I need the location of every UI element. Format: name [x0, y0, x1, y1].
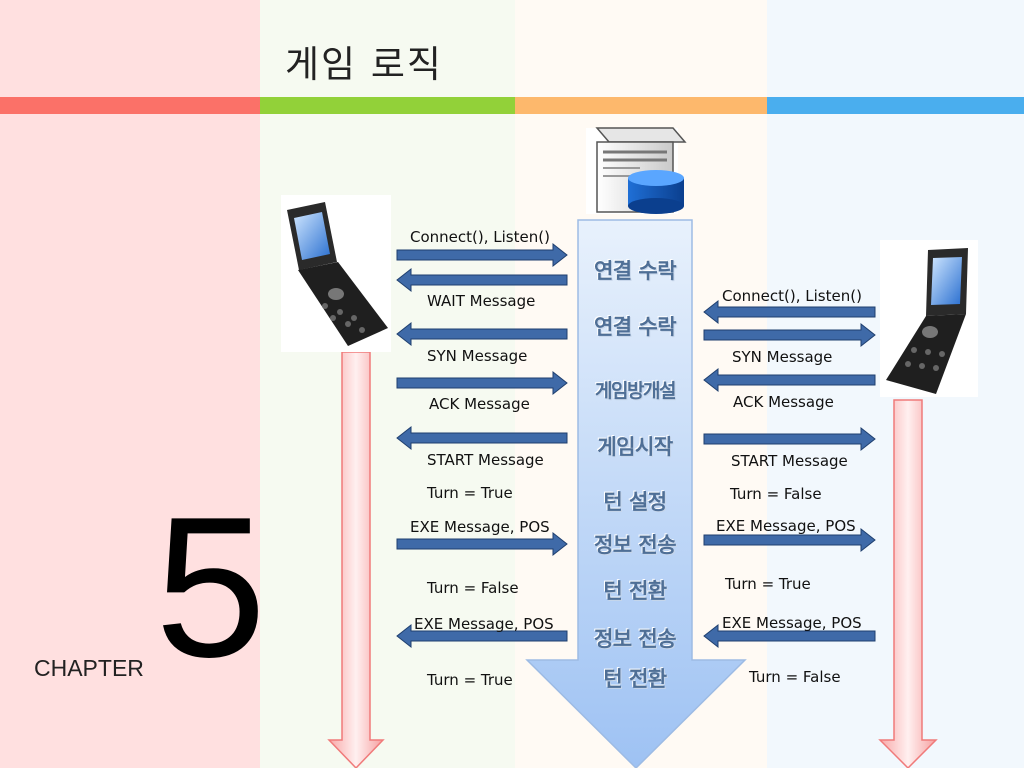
- server-step-game-start: 게임시작: [597, 435, 673, 459]
- left-msg-start: START Message: [427, 451, 544, 469]
- right-arrow-syn: [703, 322, 876, 348]
- chapter-label: CHAPTER: [34, 655, 144, 681]
- server-step-accept-2: 연결 수락: [593, 315, 677, 339]
- right-msg-turn-false: Turn = False: [730, 485, 822, 503]
- right-msg-ack: ACK Message: [733, 393, 834, 411]
- left-msg-exe-2: EXE Message, POS: [414, 615, 554, 633]
- left-arrow-connect: [396, 242, 568, 268]
- right-msg-turn-false-2: Turn = False: [749, 668, 841, 686]
- left-arrow-ack: [396, 370, 568, 396]
- left-flip-phone-icon: [281, 195, 391, 352]
- background-column-1: [0, 0, 260, 768]
- left-msg-syn: SYN Message: [427, 347, 528, 365]
- server-step-room-open: 게임방개설: [595, 380, 676, 402]
- server-step-info-send-2: 정보 전송: [593, 627, 677, 651]
- right-msg-exe-1: EXE Message, POS: [716, 517, 856, 535]
- left-arrow-exe-2: [396, 623, 568, 649]
- left-arrow-syn: [396, 321, 568, 347]
- right-msg-connect: Connect(), Listen(): [722, 287, 862, 305]
- right-arrow-start: [703, 426, 876, 452]
- left-msg-turn-false: Turn = False: [427, 579, 519, 597]
- color-band-blue: [767, 97, 1024, 114]
- right-arrow-exe-2: [703, 623, 876, 649]
- server-step-turn-set: 턴 설정: [603, 490, 667, 514]
- right-msg-turn-true: Turn = True: [725, 575, 811, 593]
- left-arrow-exe-1: [396, 531, 568, 557]
- left-arrow-start: [396, 425, 568, 451]
- left-msg-connect: Connect(), Listen(): [410, 228, 550, 246]
- server-flow-arrow: [525, 219, 747, 768]
- slide-title: 게임 로직: [285, 43, 443, 86]
- right-arrow-ack: [703, 367, 876, 393]
- right-flip-phone-icon: [880, 240, 978, 397]
- right-msg-syn: SYN Message: [732, 348, 833, 366]
- right-msg-exe-2: EXE Message, POS: [722, 614, 862, 632]
- left-msg-turn-true-2: Turn = True: [427, 671, 513, 689]
- server-step-turn-switch-1: 턴 전환: [603, 579, 667, 603]
- server-database-icon: [586, 127, 687, 214]
- color-band-orange: [515, 97, 767, 114]
- server-step-info-send-1: 정보 전송: [593, 533, 677, 557]
- color-band-red: [0, 97, 260, 114]
- left-msg-ack: ACK Message: [429, 395, 530, 413]
- left-msg-wait: WAIT Message: [427, 292, 536, 310]
- right-client-timeline-arrow: [878, 399, 938, 768]
- left-arrow-wait: [396, 267, 568, 293]
- left-client-timeline-arrow: [327, 351, 385, 768]
- left-msg-exe-1: EXE Message, POS: [410, 518, 550, 536]
- color-band-green: [260, 97, 515, 114]
- server-step-turn-switch-2: 턴 전환: [603, 667, 667, 691]
- right-msg-start: START Message: [731, 452, 848, 470]
- right-arrow-exe-1: [703, 527, 876, 553]
- right-arrow-connect: [703, 299, 876, 325]
- server-step-accept-1: 연결 수락: [593, 259, 677, 283]
- left-msg-turn-true: Turn = True: [427, 484, 513, 502]
- chapter-number: 5: [155, 476, 267, 699]
